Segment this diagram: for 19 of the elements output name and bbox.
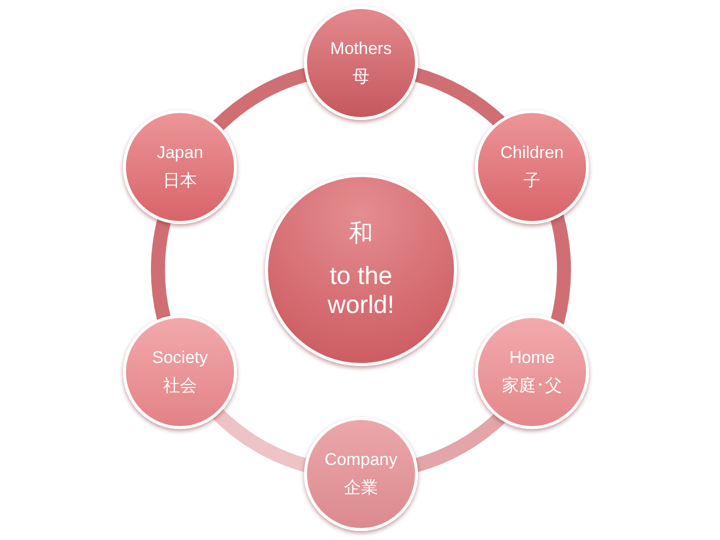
circle-label: to the world! [326, 262, 396, 320]
circle-label: 社会 [163, 376, 197, 396]
circle-label: Company [324, 450, 398, 470]
circle-label: 企業 [344, 478, 378, 498]
ring-connector [151, 219, 171, 320]
circle-node [475, 110, 589, 224]
circle-label: Society [152, 348, 208, 368]
circle-label: Home [509, 348, 555, 368]
circle-label: 家庭･父 [502, 376, 562, 396]
circle-label: 子 [524, 171, 540, 191]
circle-label: Children [500, 143, 564, 163]
ring-connector [550, 214, 571, 325]
circle-label: 日本 [163, 171, 197, 191]
circle-label: Japan [156, 143, 204, 163]
ring-connector [413, 68, 505, 128]
circle-label: Mothers [330, 39, 392, 59]
circle-label: 和 [349, 220, 373, 248]
circle-label: 母 [352, 67, 370, 87]
ring-connector [213, 68, 309, 132]
